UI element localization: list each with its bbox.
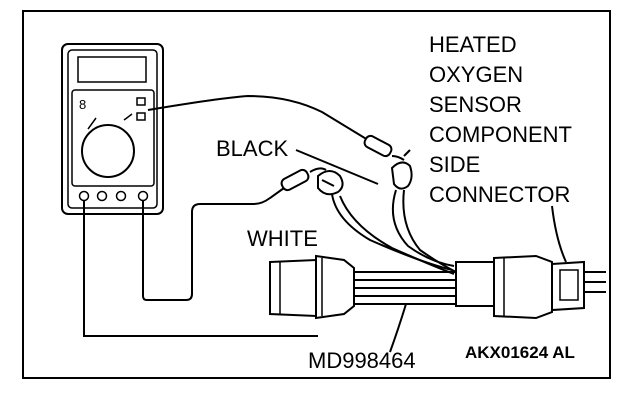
- black-lead-label: BLACK: [216, 136, 288, 161]
- svg-text:8: 8: [79, 97, 86, 112]
- multimeter-icon: 8: [61, 43, 164, 215]
- harness-connector-icon: [455, 254, 553, 320]
- heading-line: CONNECTOR: [429, 182, 570, 207]
- harness-connector-icon: [269, 254, 355, 320]
- test-probe-icon: [280, 167, 344, 196]
- figure-code-label: AKX01624 AL: [465, 343, 575, 362]
- heading-line: SIDE: [429, 152, 480, 177]
- heading-line: HEATED: [429, 32, 517, 57]
- tool-code-label: MD998464: [308, 348, 416, 373]
- white-lead-label: WHITE: [247, 226, 318, 251]
- heading-line: COMPONENT: [429, 122, 572, 147]
- harness-connector-icon: [551, 260, 585, 312]
- test-probe-icon: [363, 134, 413, 190]
- heading-line: OXYGEN: [429, 62, 523, 87]
- diagram-frame: [22, 10, 611, 379]
- heading-line: SENSOR: [429, 92, 522, 117]
